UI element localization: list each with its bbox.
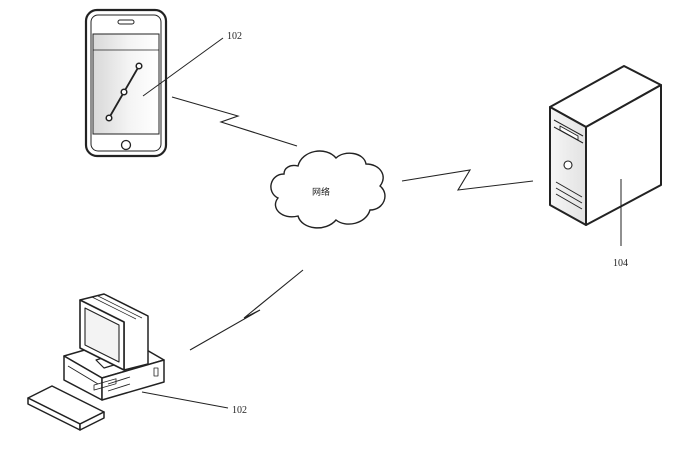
computer-wireless-link: [189, 269, 304, 351]
network-label: 网络: [312, 186, 330, 198]
server-tower-icon: [549, 65, 662, 226]
smartphone-icon: [84, 8, 168, 158]
computer-label: 102: [232, 405, 247, 416]
phone-wireless-link: [171, 96, 298, 147]
server-wireless-link: [401, 169, 534, 191]
server-label: 104: [613, 258, 628, 269]
phone-leader-line: [142, 37, 224, 97]
network-cloud-icon: 网络: [270, 150, 386, 229]
computer-leader-line: [141, 391, 229, 409]
phone-label: 102: [227, 31, 242, 42]
desktop-computer-icon: [27, 293, 165, 431]
